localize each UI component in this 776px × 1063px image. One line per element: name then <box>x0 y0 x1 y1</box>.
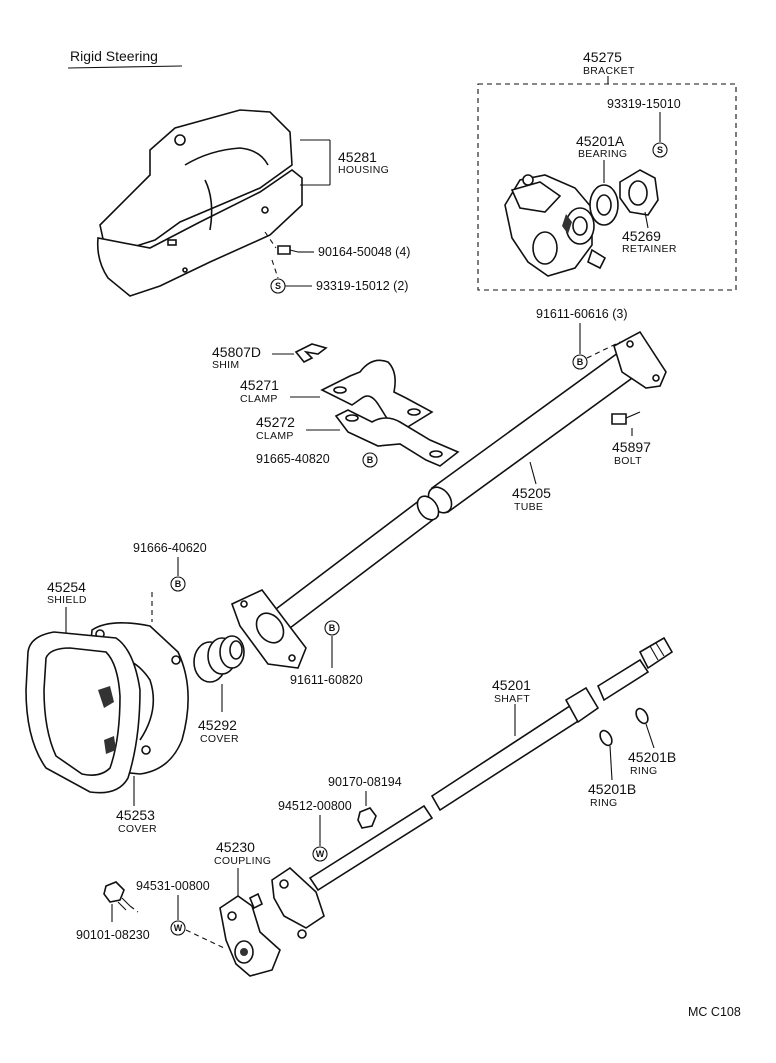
retainer-part <box>619 169 659 216</box>
part-name-housing: HOUSING <box>338 164 389 176</box>
symbol-b-icon <box>572 354 588 370</box>
svg-text:B: B <box>577 357 584 367</box>
part-number-93319-15010: 93319-15010 <box>607 97 681 111</box>
part-number-45201A: 45201A <box>576 133 625 149</box>
part-number-45254: 45254 <box>47 579 86 595</box>
symbol-b-icon <box>324 620 340 636</box>
bolt-90101-part <box>103 881 131 911</box>
svg-text:S: S <box>275 281 281 291</box>
housing-part <box>96 109 303 297</box>
part-number-94512-00800: 94512-00800 <box>278 799 352 813</box>
part-number-45272: 45272 <box>256 414 295 430</box>
part-number-91611-60616: 91611-60616 (3) <box>536 307 628 321</box>
part-name-retainer: RETAINER <box>622 243 677 255</box>
bearing-part <box>589 184 619 226</box>
part-name-bearing: BEARING <box>578 148 627 160</box>
bolt-45897-part <box>611 411 641 425</box>
clamp-45271-part <box>320 359 434 429</box>
part-number-91666-40620: 91666-40620 <box>133 541 207 555</box>
svg-text:B: B <box>367 455 374 465</box>
part-name-clamp-45271: CLAMP <box>240 393 278 405</box>
ring-right-part <box>635 707 649 725</box>
diagram-title: Rigid Steering <box>70 48 158 64</box>
svg-text:S: S <box>657 145 663 155</box>
part-name-coupling: COUPLING <box>214 855 271 867</box>
part-name-bolt: BOLT <box>614 455 642 467</box>
svg-text:W: W <box>316 849 325 859</box>
cover-45292-part <box>193 635 245 683</box>
part-name-cover-45253: COVER <box>118 823 157 835</box>
coupling-45230-part <box>219 892 281 977</box>
part-name-bracket: BRACKET <box>583 65 635 77</box>
nut-90170-part <box>357 807 377 829</box>
part-number-93319-15012: 93319-15012 (2) <box>316 279 408 293</box>
part-name-cover-45292: COVER <box>200 733 239 745</box>
symbol-w-icon <box>170 920 186 936</box>
part-name-ring-right: RING <box>630 765 657 777</box>
shield-45254-part <box>25 631 141 794</box>
part-number-94531-00800: 94531-00800 <box>136 879 210 893</box>
part-number-45271: 45271 <box>240 377 279 393</box>
part-number-45201B-right: 45201B <box>628 749 676 765</box>
clamp-45272-part <box>334 409 460 467</box>
diagram-code: MC C108 <box>688 1005 741 1019</box>
symbol-b-icon <box>362 452 378 468</box>
symbol-w-icon <box>312 846 328 862</box>
shaft-coupling-flange-part <box>271 866 325 939</box>
part-number-90101-08230: 90101-08230 <box>76 928 150 942</box>
part-number-91665-40820: 91665-40820 <box>256 452 330 466</box>
symbol-s-icon <box>652 142 668 158</box>
part-number-45253: 45253 <box>116 807 155 823</box>
part-number-45275: 45275 <box>583 49 622 65</box>
tube-part <box>230 330 667 669</box>
part-number-90170-08194: 90170-08194 <box>328 775 402 789</box>
svg-text:B: B <box>329 623 336 633</box>
part-number-45897: 45897 <box>612 439 651 455</box>
part-number-45230: 45230 <box>216 839 255 855</box>
part-name-shield: SHIELD <box>47 594 87 606</box>
part-name-shaft: SHAFT <box>494 693 530 705</box>
part-name-clamp-45272: CLAMP <box>256 430 294 442</box>
part-number-45281: 45281 <box>338 149 377 165</box>
part-number-45201: 45201 <box>492 677 531 693</box>
part-number-45292: 45292 <box>198 717 237 733</box>
part-name-ring-left: RING <box>590 797 617 809</box>
part-number-45269: 45269 <box>622 228 661 244</box>
part-number-91611-60820: 91611-60820 <box>290 673 363 687</box>
part-name-tube: TUBE <box>514 501 543 513</box>
part-number-90164-50048: 90164-50048 (4) <box>318 245 410 259</box>
part-number-45205: 45205 <box>512 485 551 501</box>
part-number-45201B-left: 45201B <box>588 781 636 797</box>
svg-text:W: W <box>174 923 183 933</box>
symbol-b-icon <box>170 576 186 592</box>
title-underline <box>67 65 183 69</box>
screw-90164-part <box>277 245 299 255</box>
bracket-group: 45275 BRACKET 93319-15010 S 45201A BEA <box>477 49 737 291</box>
shaft-part <box>308 636 674 892</box>
bracket-part <box>504 174 607 277</box>
part-number-45807D: 45807D <box>212 344 261 360</box>
bracket-dashed-box <box>477 83 737 291</box>
ring-left-part <box>599 729 613 747</box>
part-name-shim: SHIM <box>212 359 239 371</box>
svg-text:B: B <box>175 579 182 589</box>
shim-part <box>294 343 328 364</box>
